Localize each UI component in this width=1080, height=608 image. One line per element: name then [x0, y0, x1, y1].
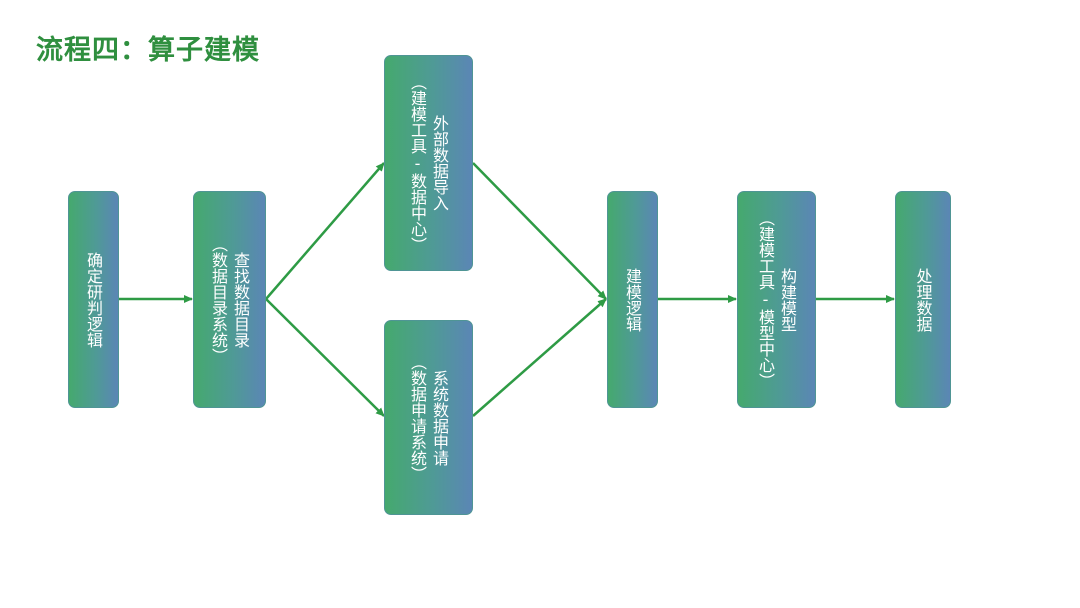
arrow-catalog-to-request	[265, 298, 385, 417]
node-logic-text: 建模逻辑	[623, 267, 642, 332]
node-catalog-subtext: （数据目录系统）	[209, 235, 228, 364]
node-process-data[interactable]: 处理数据	[895, 191, 951, 408]
node-external-subtext: （建模工具-数据中心）	[408, 73, 427, 253]
node-request-text: 系统数据申请	[430, 369, 449, 466]
node-process-text: 处理数据	[913, 267, 933, 332]
node-build-subtext: （建模工具-模型中心）	[756, 210, 775, 389]
arrow-catalog-to-external	[265, 162, 385, 300]
node-catalog[interactable]: 查找数据目录 （数据目录系统）	[193, 191, 266, 408]
node-catalog-text: 查找数据目录	[231, 251, 250, 348]
node-determine-text: 确定研判逻辑	[84, 251, 103, 348]
node-external-import[interactable]: 外部数据导入 （建模工具-数据中心）	[384, 55, 473, 271]
arrow-external-to-logic	[472, 162, 607, 300]
node-build-model[interactable]: 构建模型 （建模工具-模型中心）	[737, 191, 816, 408]
node-determine-logic[interactable]: 确定研判逻辑	[68, 191, 119, 408]
node-build-text: 构建模型	[778, 267, 797, 332]
node-modeling-logic[interactable]: 建模逻辑	[607, 191, 658, 408]
node-request-subtext: （数据申请系统）	[408, 353, 427, 482]
node-system-request[interactable]: 系统数据申请 （数据申请系统）	[384, 320, 473, 515]
arrow-request-to-logic	[472, 298, 607, 417]
page-title: 流程四：算子建模	[36, 35, 260, 66]
node-external-text: 外部数据导入	[430, 115, 449, 211]
